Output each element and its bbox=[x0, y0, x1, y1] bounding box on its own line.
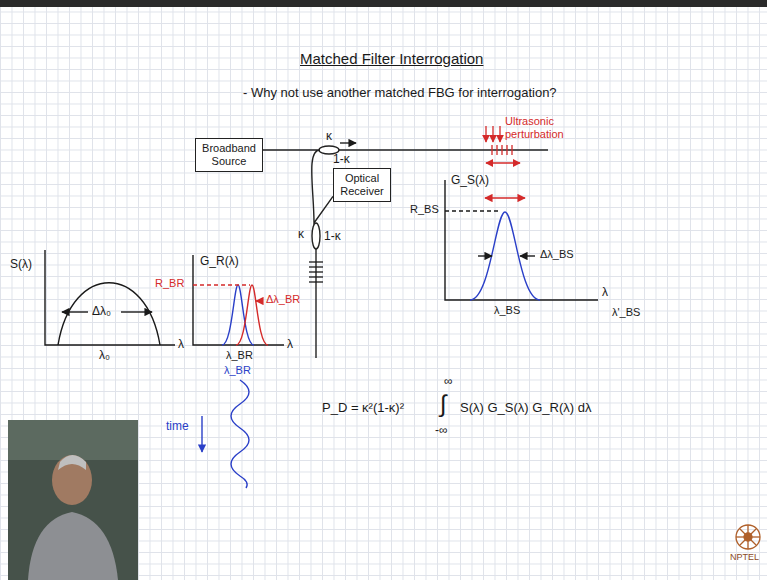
nptel-logo bbox=[740, 529, 756, 545]
integral-sign: ∫ bbox=[440, 390, 447, 418]
axis-tick: λ_BR bbox=[226, 349, 253, 362]
presenter-video bbox=[8, 420, 138, 580]
receiver-fbg-spectrum bbox=[193, 284, 250, 285]
sensor-fbg-spectrum bbox=[445, 180, 598, 300]
question-text: - Why not use another matched FBG for in… bbox=[243, 86, 557, 101]
nptel-logo bbox=[736, 525, 760, 549]
fbg-grating bbox=[309, 276, 323, 277]
time-label: time bbox=[166, 420, 189, 434]
coupling-ratio: κ bbox=[326, 130, 332, 144]
integral-limit: ∞ bbox=[444, 375, 453, 389]
fbg-grating bbox=[496, 145, 497, 155]
coupling-ratio: 1-κ bbox=[324, 230, 341, 244]
axis-label: G_S(λ) bbox=[451, 174, 489, 188]
sensor-fbg-spectrum bbox=[445, 180, 598, 300]
fbg-grating bbox=[506, 145, 507, 155]
fiber bbox=[315, 249, 316, 358]
logo-text: NPTEL bbox=[730, 552, 759, 562]
source-spectrum bbox=[58, 283, 160, 345]
fbg-grating bbox=[309, 261, 323, 262]
source-spectrum bbox=[45, 250, 175, 345]
coupling-ratio: κ bbox=[298, 228, 304, 242]
fiber bbox=[320, 149, 548, 150]
equation: S(λ) G_S(λ) G_R(λ) dλ bbox=[460, 401, 591, 416]
node-text: Broadband Source bbox=[201, 142, 257, 168]
receiver-box: Optical Receiver bbox=[333, 168, 391, 202]
nptel-logo bbox=[740, 529, 756, 545]
source-box: Broadband Source bbox=[195, 138, 263, 172]
reflectivity-label: R_BS bbox=[410, 203, 439, 216]
fiber bbox=[340, 142, 356, 143]
ultrasonic-arrows bbox=[499, 126, 500, 142]
time-wave bbox=[201, 416, 202, 452]
source-spectrum bbox=[45, 250, 175, 345]
node-text: Optical Receiver bbox=[339, 172, 385, 198]
axis-label: G_R(λ) bbox=[200, 255, 239, 269]
reflectivity-label: R_BR bbox=[155, 277, 184, 290]
axis-label: S(λ) bbox=[10, 258, 32, 272]
optical-fiber bbox=[263, 150, 333, 223]
top-bar bbox=[0, 0, 767, 7]
ultrasonic-arrows bbox=[486, 162, 520, 163]
sensor-fbg-spectrum bbox=[520, 255, 535, 256]
wavelength-label: λ_BR bbox=[224, 364, 251, 377]
bandwidth-label: Δλ_BR bbox=[266, 293, 300, 306]
presenter-video bbox=[8, 420, 138, 580]
perturbation-label: Ultrasonic perturbation bbox=[505, 115, 587, 140]
time-wave bbox=[231, 380, 249, 488]
fbg-grating bbox=[501, 145, 502, 155]
axis-label: λ bbox=[602, 286, 608, 300]
axis-label: λ bbox=[287, 338, 293, 352]
axis-tick: λ_BS bbox=[494, 304, 520, 317]
fbg-grating bbox=[309, 262, 323, 282]
fiber bbox=[312, 223, 320, 249]
fbg-grating bbox=[309, 266, 323, 267]
title: Matched Filter Interrogation bbox=[300, 50, 483, 67]
axis-tick: λ₀ bbox=[99, 349, 110, 363]
sensor-fbg-spectrum bbox=[485, 197, 525, 198]
axis-label: λ bbox=[178, 338, 184, 352]
presenter-video bbox=[52, 455, 92, 505]
ultrasonic-arrows bbox=[485, 126, 486, 142]
integral-limit: -∞ bbox=[435, 424, 448, 438]
fbg-grating bbox=[309, 281, 323, 282]
ultrasonic-arrows bbox=[492, 126, 493, 142]
presenter-video bbox=[58, 455, 86, 470]
source-spectrum bbox=[62, 311, 88, 312]
sensor-fbg-spectrum bbox=[470, 212, 540, 300]
receiver-fbg-spectrum bbox=[256, 300, 263, 301]
time-wave bbox=[202, 380, 249, 488]
fbg-grating bbox=[491, 145, 492, 155]
source-spectrum bbox=[121, 311, 152, 312]
fiber bbox=[312, 143, 548, 358]
fbg-grating bbox=[511, 145, 512, 155]
axis-tick: λ'_BS bbox=[612, 306, 640, 319]
bandwidth-label: Δλ_BS bbox=[540, 248, 574, 261]
nptel-logo bbox=[736, 525, 760, 549]
sensor-fbg-spectrum bbox=[445, 210, 500, 211]
coupling-ratio: 1-κ bbox=[333, 153, 350, 167]
sensor-fbg-spectrum bbox=[478, 255, 492, 256]
equation: P_D = κ²(1-κ)² bbox=[322, 401, 404, 416]
fbg-grating bbox=[309, 271, 323, 272]
bandwidth-label: Δλ₀ bbox=[92, 305, 111, 319]
presenter-video bbox=[28, 512, 118, 580]
presenter-video bbox=[8, 420, 138, 460]
fbg-grating bbox=[492, 145, 512, 155]
receiver-fbg-spectrum bbox=[236, 285, 268, 345]
